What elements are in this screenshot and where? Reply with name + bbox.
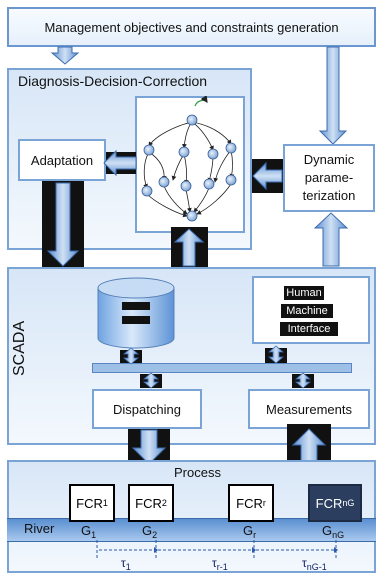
hmi-line-3: Interface [280,322,338,336]
arrow-bus-measurements [294,372,312,389]
dynamic-parameterization-label: Dynamic parame-terization [302,152,356,203]
tau-r-1: τr-1 [212,556,228,572]
hmi-line-1: Human [284,286,324,300]
gate-r-sub: r [253,530,257,540]
fcr-2-base: FCR [135,495,162,511]
ddc-title: Diagnosis-Decision-Correction [18,73,208,89]
tau-1: τ1 [121,556,131,572]
gate-2: G2 [142,523,157,540]
fcr-1-base: FCR [76,495,103,511]
measurements-box: Measurements [248,389,370,429]
tau-r-1-base: τ [212,556,217,570]
arrow-down-top-right [318,46,348,145]
tau-ng-1-base: τ [302,556,307,570]
arrow-bus-hmi [267,345,285,364]
fcr-2-sub: 2 [161,498,167,508]
fcr-ng-sub: nG [342,498,355,508]
arrow-down-from-adaptation [46,182,80,267]
fcr-ng-base: FCR [315,495,343,511]
gate-2-sub: 2 [152,530,158,540]
tau-1-base: τ [121,556,126,570]
gate-ng: GnG [322,523,344,540]
fcr-r-sub: r [262,498,266,508]
fcr-1-sub: 1 [102,498,108,508]
dispatching-label: Dispatching [113,401,181,417]
adaptation-box: Adaptation [18,139,106,181]
arrow-left-from-dynamic [252,161,283,191]
adaptation-label: Adaptation [30,152,94,168]
gate-ng-base: G [322,523,333,538]
gate-r-base: G [243,523,254,538]
gate-ng-sub: nG [332,530,345,540]
graph-node [143,144,155,156]
river-label: River [24,521,55,536]
management-objectives-label: Management objectives and constraints ge… [44,19,339,35]
gate-r: Gr [243,523,256,540]
hmi-line-2: Machine [281,304,333,318]
graph-node [180,180,192,192]
arrow-left-to-adaptation [103,149,137,177]
scada-bus [92,363,352,373]
dispatching-box: Dispatching [92,389,202,429]
graph-node [178,146,190,158]
arrow-up-into-graph [173,228,205,267]
gate-1: G1 [81,523,96,540]
tau-1-sub: 1 [125,562,131,572]
graph-node [186,210,198,222]
process-title: Process [174,465,221,480]
dynamic-parameterization-box: Dynamic parame-terization [283,144,375,212]
arrow-bus-dispatching [142,372,160,389]
arrow-bus-db [122,347,140,365]
tau-ng-1: τnG-1 [302,556,327,572]
graph-node [141,185,153,197]
gate-2-base: G [142,523,153,538]
graph-node [186,114,198,126]
database-icon [97,277,175,349]
dependency-graph [141,96,237,222]
arrow-down-dispatching [131,429,167,465]
graph-node [225,142,237,154]
graph-node [158,176,170,188]
tau-ng-1-sub: nG-1 [306,562,327,572]
arrow-up-into-dynamic [313,212,349,267]
graph-node [207,148,219,160]
management-objectives-box: Management objectives and constraints ge… [7,7,376,47]
graph-node [203,178,215,190]
graph-node [225,174,237,186]
measurements-label: Measurements [266,401,352,417]
river-band [7,518,376,542]
tau-r-1-sub: r-1 [216,562,228,572]
gate-1-sub: 1 [91,530,97,540]
arrow-down-top-left [50,46,80,65]
gate-1-base: G [81,523,92,538]
fcr-r-base: FCR [236,495,263,511]
